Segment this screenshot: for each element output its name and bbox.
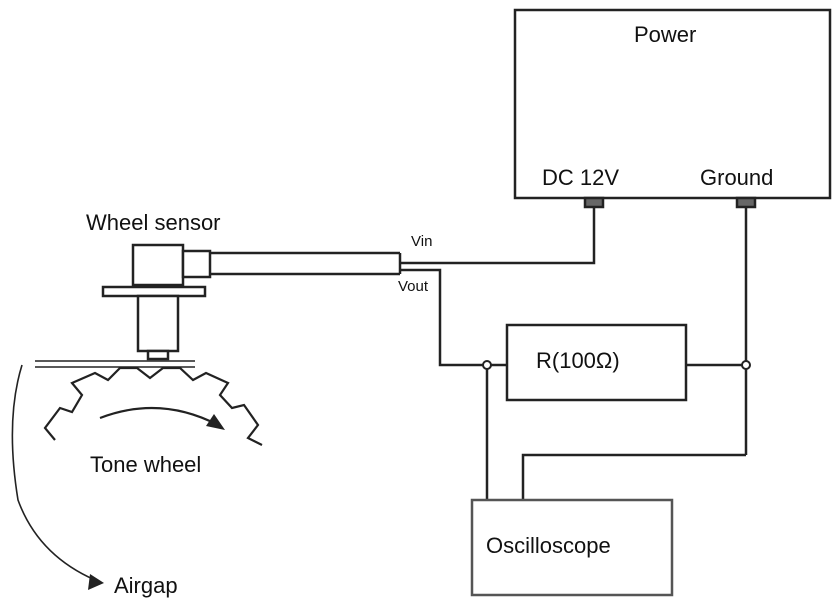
vin-label: Vin bbox=[411, 233, 433, 250]
sensor-flange bbox=[101, 285, 207, 298]
airgap-arrowhead bbox=[88, 574, 104, 590]
oscilloscope-label: Oscilloscope bbox=[486, 533, 611, 558]
node-vout bbox=[482, 360, 492, 370]
resistor-label: R(100Ω) bbox=[536, 348, 620, 373]
oscilloscope-box bbox=[470, 498, 674, 597]
sensor-connector bbox=[181, 249, 212, 279]
sensor-head bbox=[131, 243, 185, 287]
wheel-sensor-label: Wheel sensor bbox=[86, 210, 221, 235]
rotation-arrow bbox=[99, 406, 219, 426]
dc12v-terminal bbox=[583, 196, 605, 209]
vout-label: Vout bbox=[398, 278, 429, 295]
ground-terminal bbox=[735, 196, 757, 209]
resistor-box bbox=[505, 323, 688, 402]
tone-wheel-gear bbox=[43, 366, 263, 446]
power-box bbox=[513, 8, 832, 200]
power-label: Power bbox=[634, 22, 697, 47]
rotation-arrowhead bbox=[206, 414, 225, 430]
dc12v-label: DC 12V bbox=[542, 165, 620, 190]
scope-ground-wire bbox=[521, 453, 746, 500]
vout-wire bbox=[400, 268, 507, 367]
node-ground bbox=[741, 360, 751, 370]
sensor-tip bbox=[146, 349, 170, 361]
ground-label: Ground bbox=[700, 165, 774, 190]
tone-wheel-label: Tone wheel bbox=[90, 452, 202, 477]
vin-wire bbox=[400, 207, 596, 265]
airgap-label: Airgap bbox=[114, 573, 178, 598]
airgap-arrow bbox=[11, 364, 96, 581]
sensor-stem bbox=[136, 294, 180, 353]
